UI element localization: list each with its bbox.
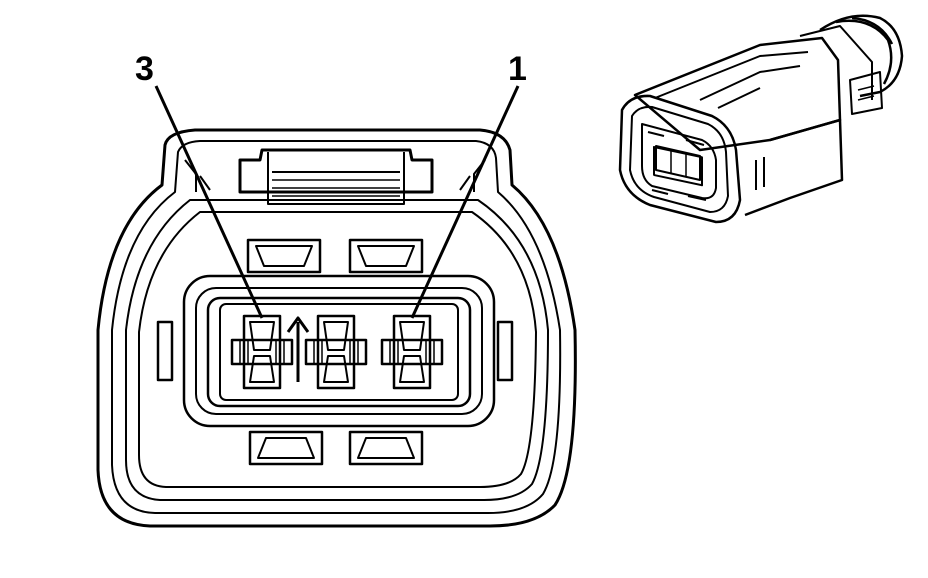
right-side-latch xyxy=(496,320,514,382)
left-side-latch xyxy=(156,320,174,382)
connector-iso-view xyxy=(618,14,904,224)
up-arrow-icon xyxy=(286,316,310,382)
connector-face-view xyxy=(96,128,577,528)
callout-number-3: 3 xyxy=(135,50,154,88)
leader-line-1 xyxy=(410,85,520,319)
housing-outer-rim xyxy=(111,140,562,514)
housing-inner-ring xyxy=(138,211,537,488)
terminal-cavity-3 xyxy=(230,314,294,390)
housing-outer-outline xyxy=(96,128,577,528)
terminal-cavity-block xyxy=(182,274,496,428)
terminal-cavity-1 xyxy=(380,314,444,390)
upper-key-slots xyxy=(246,238,424,274)
lower-key-slots xyxy=(248,430,424,466)
housing-seal-ring xyxy=(125,199,549,501)
leader-line-3 xyxy=(154,85,264,319)
locking-tab xyxy=(184,148,486,205)
terminal-cavity-2 xyxy=(304,314,368,390)
callout-number-1: 1 xyxy=(508,50,527,88)
